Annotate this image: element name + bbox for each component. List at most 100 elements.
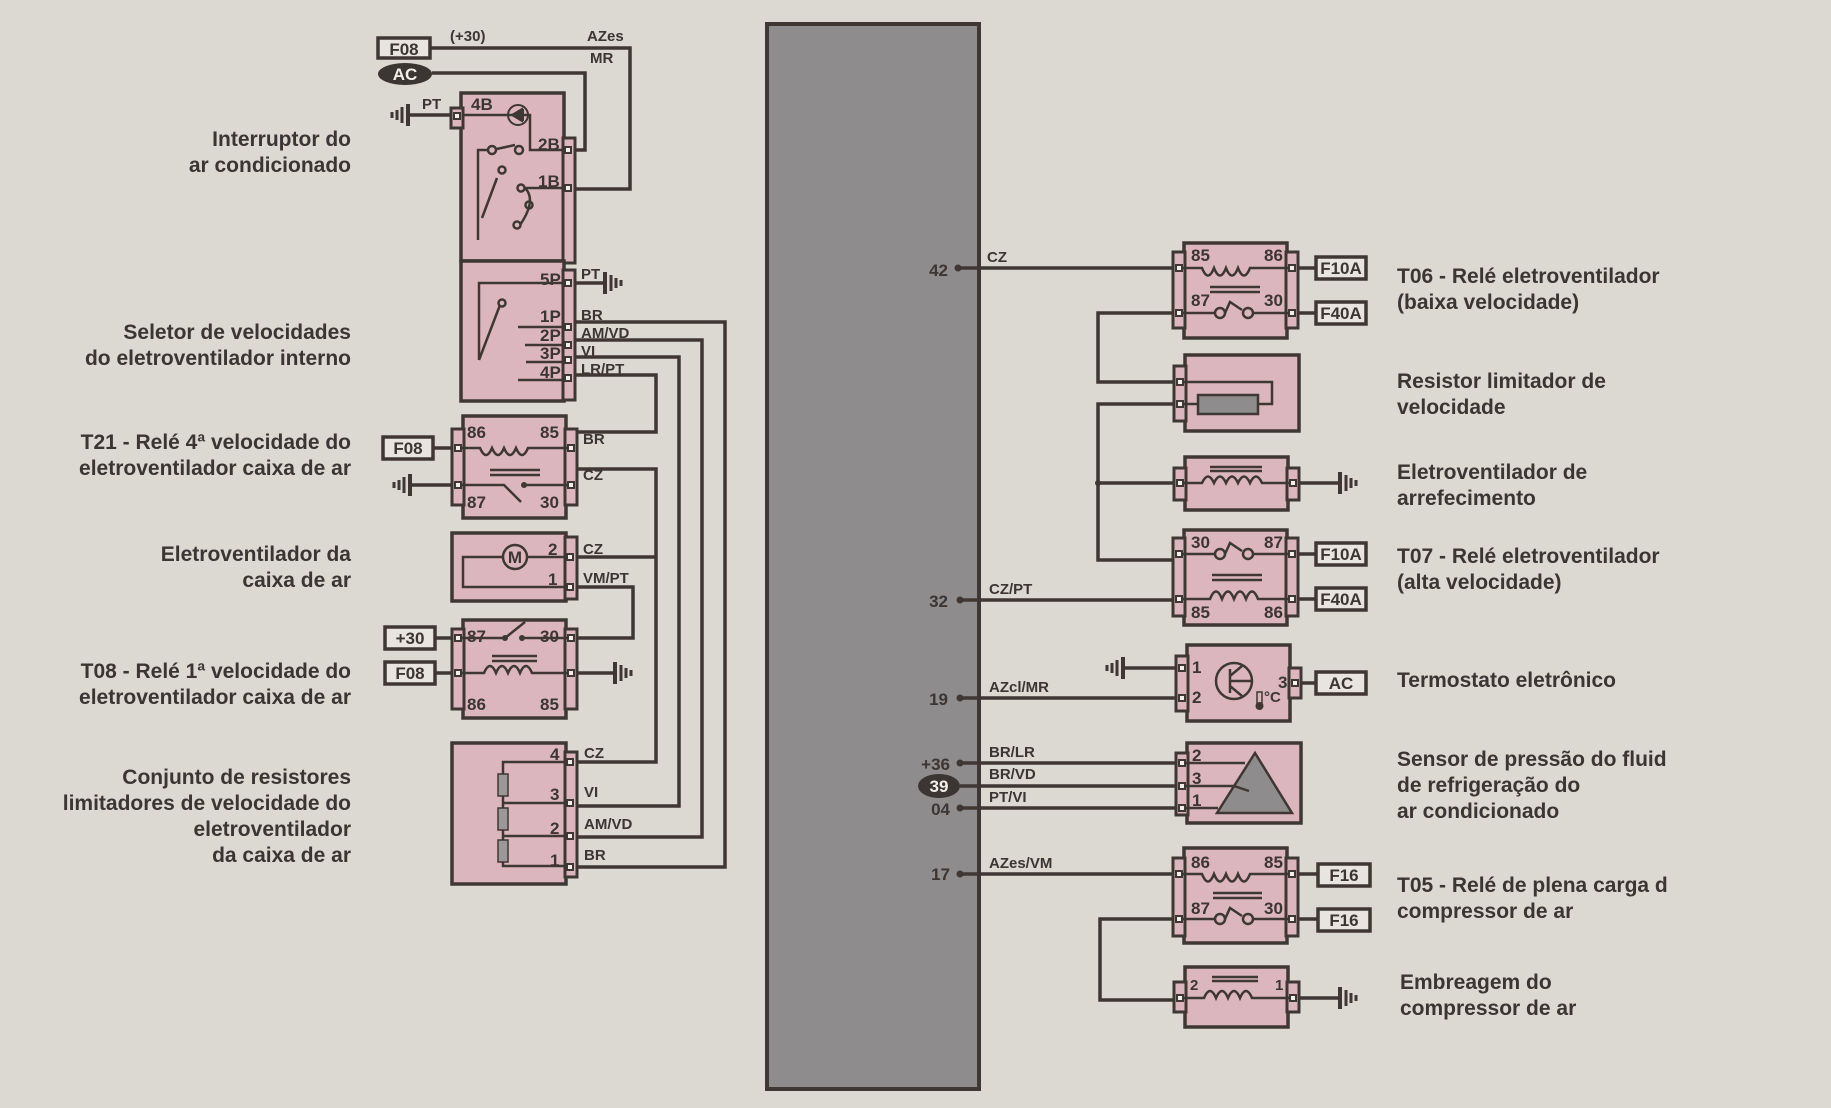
svg-text:30: 30 (1264, 899, 1283, 918)
resistor-icon (497, 807, 509, 831)
svg-text:04: 04 (931, 800, 950, 819)
svg-text:(alta velocidade): (alta velocidade) (1397, 571, 1562, 594)
component-t05: 86 85 87 30 (1171, 846, 1300, 945)
fuse-f08-top: F08 (376, 36, 432, 60)
svg-text:86: 86 (467, 695, 486, 714)
ground-icon (613, 662, 633, 684)
svg-text:F10A: F10A (1320, 259, 1362, 278)
component-eletroventilador-caixa: 2 1 M (450, 531, 579, 603)
svg-text:de refrigeração do: de refrigeração do (1397, 774, 1580, 797)
svg-text:da caixa de ar: da caixa de ar (212, 844, 351, 867)
svg-text:2: 2 (548, 540, 557, 559)
component-t21: 86 85 87 30 (450, 414, 579, 520)
svg-text:17: 17 (931, 865, 950, 884)
wire-label-brlr: BR/LR (989, 744, 1035, 761)
svg-text:85: 85 (540, 423, 559, 442)
resistor-icon (497, 773, 509, 797)
svg-text:2: 2 (550, 819, 559, 838)
wire-label-cz: CZ (987, 249, 1007, 266)
wire-label-ptvi: PT/VI (989, 789, 1027, 806)
svg-text:arrefecimento: arrefecimento (1397, 487, 1536, 510)
svg-text:2: 2 (1192, 688, 1201, 707)
component-sensor-pressao: 2 3 1 (1174, 741, 1303, 825)
svg-text:T08 - Relé 1ª velocidade do: T08 - Relé 1ª velocidade do (81, 660, 351, 683)
svg-text:3P: 3P (540, 344, 561, 363)
svg-text:Embreagem do: Embreagem do (1400, 971, 1552, 994)
svg-text:+36: +36 (921, 755, 950, 774)
svg-text:1: 1 (1192, 791, 1201, 810)
fuse-f16: F16 (1316, 907, 1372, 933)
svg-text:°C: °C (1264, 689, 1281, 706)
wire-label-czpt: CZ/PT (989, 581, 1032, 598)
svg-text:86: 86 (1191, 853, 1210, 872)
svg-text:2: 2 (1190, 977, 1198, 994)
component-resistor-limitador (1172, 353, 1301, 433)
svg-text:compressor de ar: compressor de ar (1397, 900, 1573, 923)
svg-text:Eletroventilador de: Eletroventilador de (1397, 461, 1587, 484)
svg-text:T07 - Relé eletroventilador: T07 - Relé eletroventilador (1397, 545, 1660, 568)
wire-label-vi: VI (584, 784, 598, 801)
svg-text:(baixa velocidade): (baixa velocidade) (1397, 291, 1579, 314)
label-termostato: Termostato eletrônico (1397, 669, 1616, 692)
wire-label-azesvm: AZes/VM (989, 855, 1052, 872)
component-t07: 30 87 85 86 (1171, 528, 1300, 627)
svg-text:87: 87 (1191, 899, 1210, 918)
motor-icon (501, 543, 529, 571)
svg-text:F40A: F40A (1320, 590, 1362, 609)
label-t08: T08 - Relé 1ª velocidade do eletroventil… (79, 660, 351, 709)
component-t06: 85 86 87 30 (1171, 241, 1300, 340)
svg-text:+30: +30 (396, 629, 425, 648)
svg-text:3: 3 (1278, 673, 1287, 692)
svg-text:86: 86 (1264, 246, 1283, 265)
svg-text:Eletroventilador da: Eletroventilador da (161, 543, 352, 566)
svg-text:87: 87 (467, 627, 486, 646)
svg-text:F08: F08 (393, 439, 422, 458)
label-resistor-limitador: Resistor limitador de velocidade (1397, 370, 1606, 419)
wire-label-br: BR (583, 431, 605, 448)
svg-text:Seletor de velocidades: Seletor de velocidades (123, 321, 351, 344)
svg-text:1: 1 (548, 570, 557, 589)
wire-label-pt: PT (422, 96, 441, 113)
svg-text:3: 3 (550, 785, 559, 804)
svg-text:Conjunto de resistores: Conjunto de resistores (122, 766, 351, 789)
svg-text:85: 85 (1264, 853, 1283, 872)
svg-text:limitadores de velocidade do: limitadores de velocidade do (63, 792, 351, 815)
ground-icon (1338, 472, 1358, 494)
wire-label-amvd: AM/VD (584, 816, 633, 833)
label-eletroventilador-caixa: Eletroventilador da caixa de ar (161, 543, 352, 592)
svg-text:F16: F16 (1329, 866, 1358, 885)
svg-text:do eletroventilador interno: do eletroventilador interno (85, 347, 351, 370)
label-t21: T21 - Relé 4ª velocidade do eletroventil… (79, 431, 351, 480)
svg-text:T21 - Relé 4ª velocidade do: T21 - Relé 4ª velocidade do (81, 431, 351, 454)
wire-label-brvd: BR/VD (989, 766, 1036, 783)
svg-text:85: 85 (1191, 603, 1210, 622)
svg-text:30: 30 (540, 493, 559, 512)
svg-text:M: M (508, 548, 522, 567)
label-resistores: Conjunto de resistores limitadores de ve… (63, 766, 351, 867)
component-seletor: 5P 1P 2P 3P 4P (459, 259, 577, 403)
svg-text:87: 87 (1191, 291, 1210, 310)
svg-text:30: 30 (540, 627, 559, 646)
ground-icon (1105, 657, 1125, 679)
label-sensor-pressao: Sensor de pressão do fluid de refrigeraç… (1397, 748, 1667, 823)
fuse-f08: F08 (381, 435, 435, 461)
svg-text:86: 86 (467, 423, 486, 442)
connector-ac-top: AC (378, 63, 432, 85)
component-termostato: 1 2 3 °C (1174, 643, 1303, 723)
svg-text:F10A: F10A (1320, 545, 1362, 564)
ecu-block (765, 22, 981, 1091)
svg-text:ar condicionado: ar condicionado (1397, 800, 1559, 823)
svg-text:1P: 1P (540, 307, 561, 326)
component-embreagem: 2 1 (1172, 965, 1301, 1029)
pressure-sensor-icon (1214, 750, 1295, 815)
wire-label-azes: AZes (587, 28, 624, 45)
svg-text:T05 - Relé de plena carga d: T05 - Relé de plena carga d (1397, 874, 1668, 897)
resistor-icon (1196, 393, 1260, 416)
svg-text:F08: F08 (389, 40, 418, 59)
svg-text:Termostato eletrônico: Termostato eletrônico (1397, 669, 1616, 692)
svg-text:42: 42 (929, 261, 948, 280)
svg-text:F08: F08 (395, 664, 424, 683)
svg-text:AC: AC (1329, 674, 1354, 693)
wire-label-br: BR (581, 307, 603, 324)
